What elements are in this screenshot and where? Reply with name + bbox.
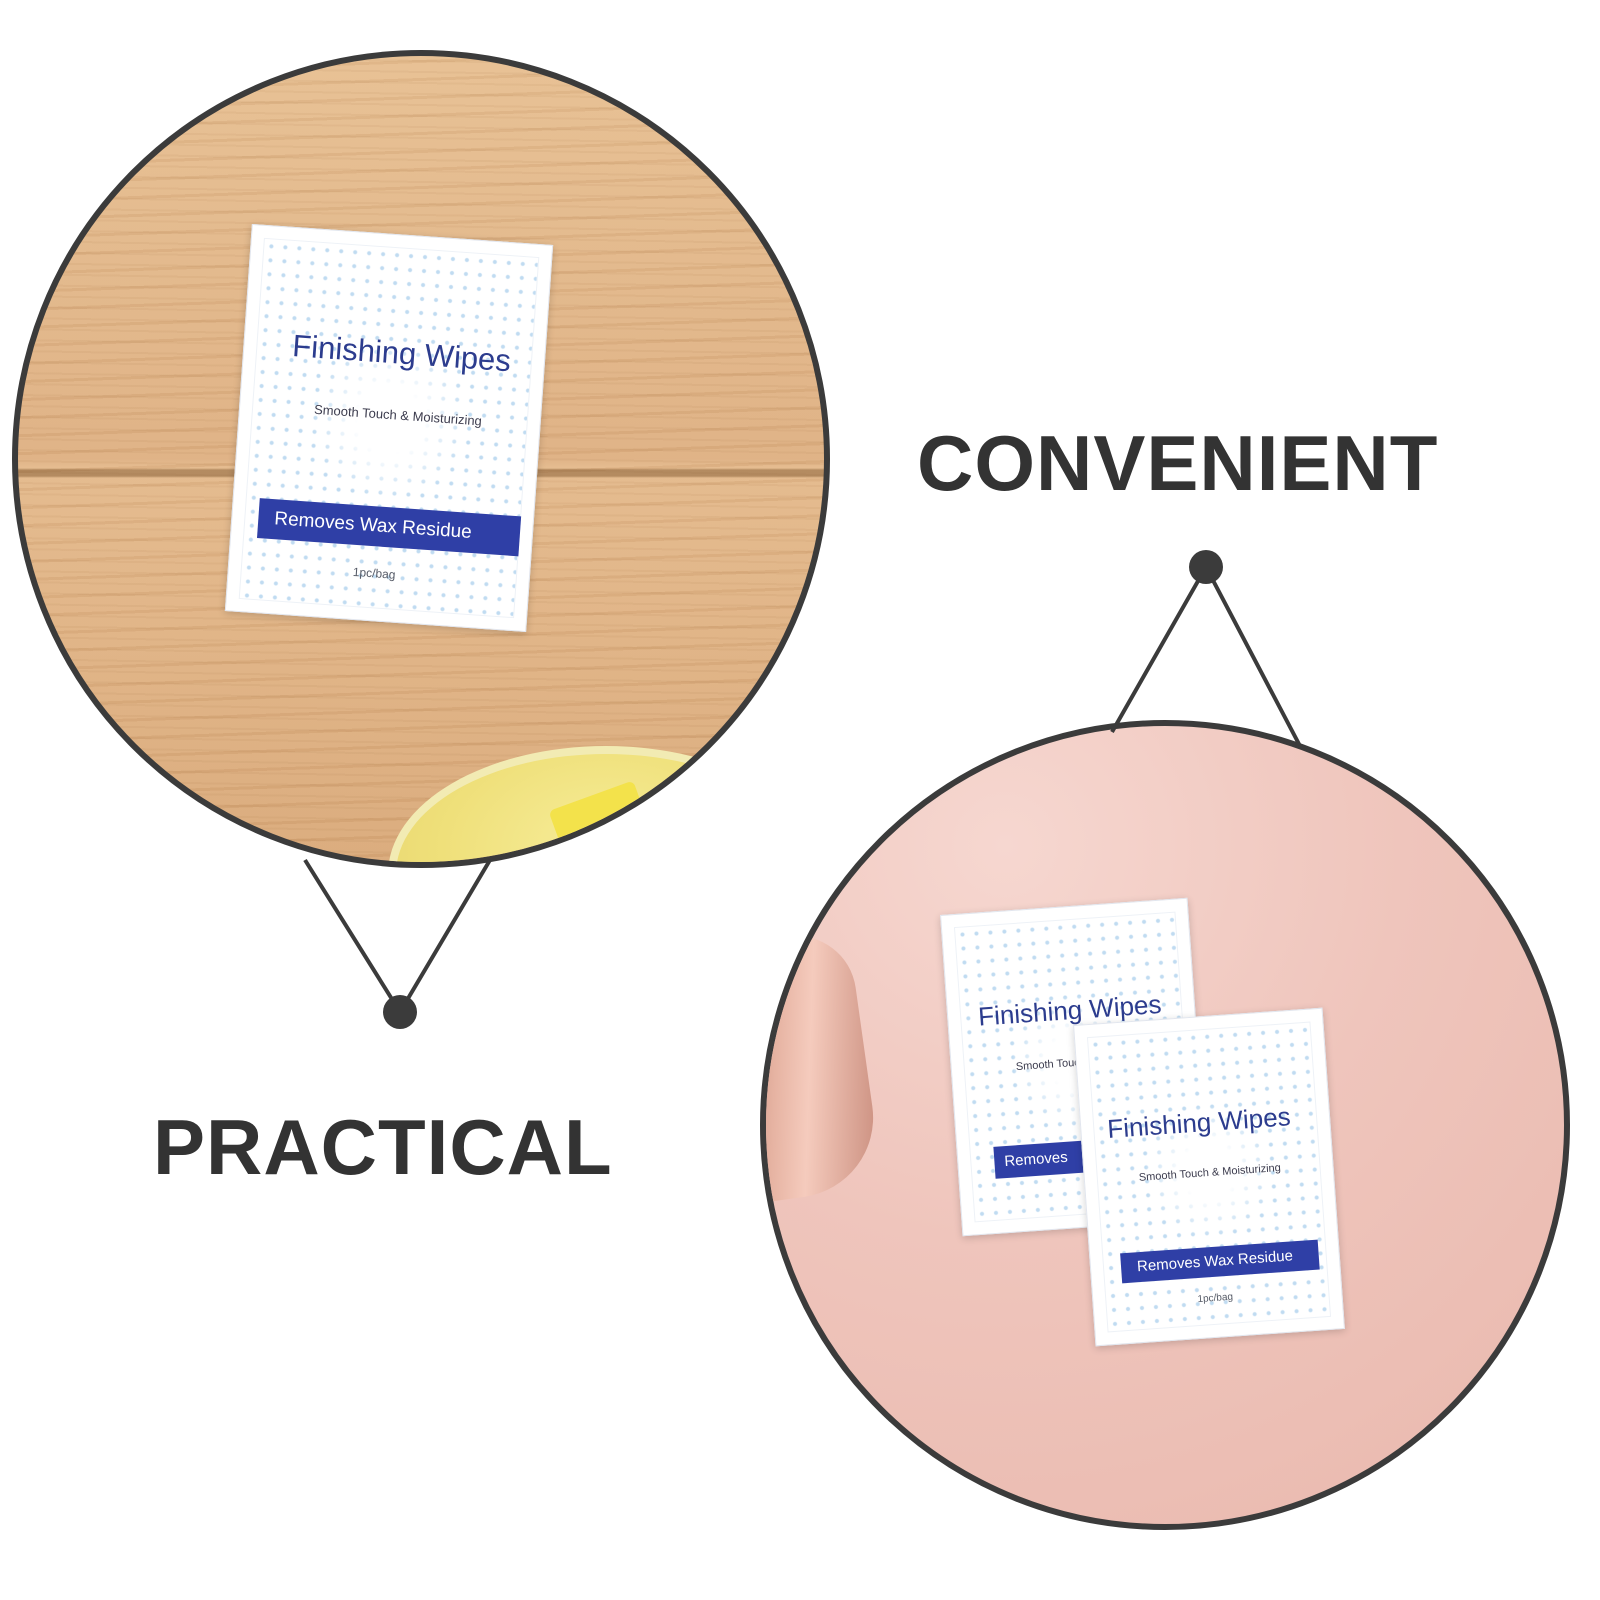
wipe-packet-front: Finishing Wipes Smooth Touch & Moisturiz… bbox=[1073, 1007, 1345, 1347]
packet-quantity: 1pc/bag bbox=[352, 564, 396, 582]
connector-practical bbox=[303, 858, 492, 1016]
wipe-packet-large: Finishing Wipes Smooth Touch & Moisturiz… bbox=[224, 223, 554, 633]
label-convenient: CONVENIENT bbox=[917, 419, 1439, 507]
pink-surface-photo: Finishing Wipes Smooth Touc Removes 1p F… bbox=[760, 720, 1570, 1530]
connector-dot-practical bbox=[383, 995, 417, 1029]
satin-pouch bbox=[766, 928, 884, 1204]
label-practical: PRACTICAL bbox=[153, 1103, 613, 1191]
connector-dot-convenient bbox=[1189, 550, 1223, 584]
yellow-bowl bbox=[388, 746, 824, 862]
wood-table-photo: Finishing Wipes Smooth Touch & Moisturiz… bbox=[12, 50, 830, 868]
connector-convenient bbox=[1110, 562, 1302, 747]
bowl-contents bbox=[548, 780, 654, 862]
